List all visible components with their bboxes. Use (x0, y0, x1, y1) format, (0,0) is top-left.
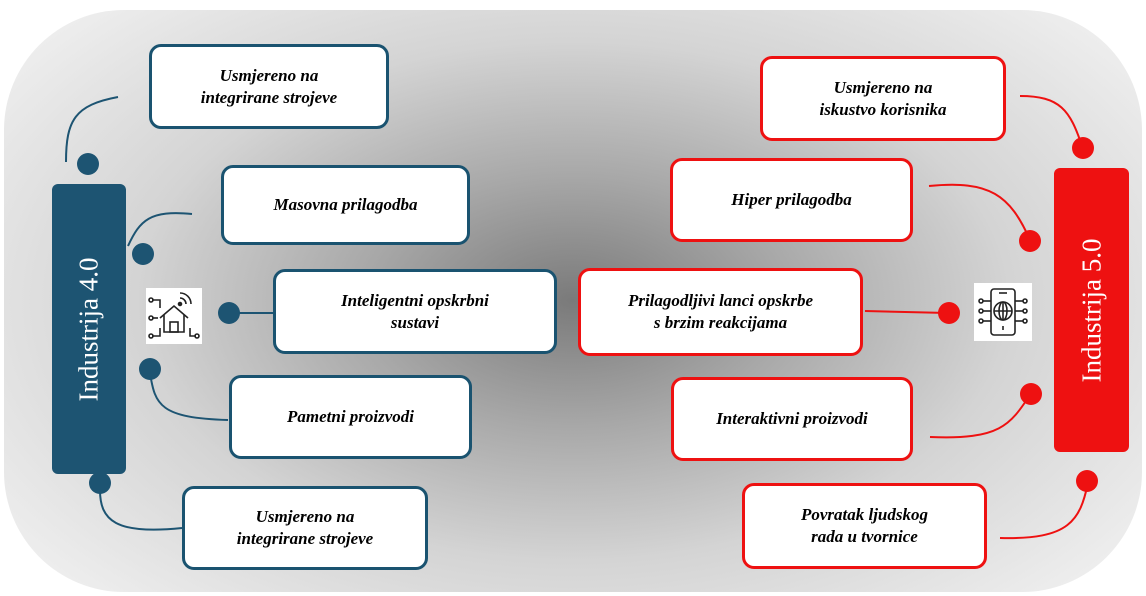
industry-4-label: Industrija 4.0 (73, 257, 104, 401)
smartphone-network-icon (974, 283, 1032, 341)
industry-4-pillar: Industrija 4.0 (52, 184, 126, 474)
connector-right-4 (929, 394, 1031, 439)
connector-dots-left (77, 153, 240, 494)
connector-right-1 (1019, 95, 1083, 147)
industry-5-pillar: Industrija 5.0 (1054, 168, 1129, 452)
left-item-2: Masovna prilagodba (221, 165, 470, 245)
dot-right-2 (1019, 230, 1041, 252)
dot-left-5 (89, 472, 111, 494)
connector-left-5 (99, 489, 183, 531)
dot-left-1 (77, 153, 99, 175)
dot-left-4 (139, 358, 161, 380)
connector-dots-right (938, 137, 1098, 492)
smart-home-icon (146, 288, 202, 344)
dot-left-3 (218, 302, 240, 324)
dot-right-3 (938, 302, 960, 324)
right-item-5: Povratak ljudskog rada u tvornice (742, 483, 987, 569)
connector-right-5 (999, 482, 1089, 540)
right-item-4: Interaktivni proizvodi (671, 377, 913, 461)
industry-5-label: Industrija 5.0 (1076, 238, 1107, 382)
right-item-2: Hiper prilagodba (670, 158, 913, 242)
connector-left-1 (65, 96, 119, 163)
connector-right-2 (928, 183, 1031, 241)
left-item-1: Usmjereno na integrirane strojeve (149, 44, 389, 129)
dot-right-4 (1020, 383, 1042, 405)
right-item-1: Usmjereno na iskustvo korisnika (760, 56, 1006, 141)
left-item-3: Inteligentni opskrbni sustavi (273, 269, 557, 354)
connector-right-3 (864, 310, 949, 314)
dot-right-5 (1076, 470, 1098, 492)
right-item-3: Prilagodljivi lanci opskrbe s brzim reak… (578, 268, 863, 356)
left-item-4: Pametni proizvodi (229, 375, 472, 459)
dot-right-1 (1072, 137, 1094, 159)
dot-left-2 (132, 243, 154, 265)
left-item-5: Usmjereno na integrirane strojeve (182, 486, 428, 570)
connector-left-2 (127, 212, 193, 247)
connector-left-4 (149, 372, 229, 421)
